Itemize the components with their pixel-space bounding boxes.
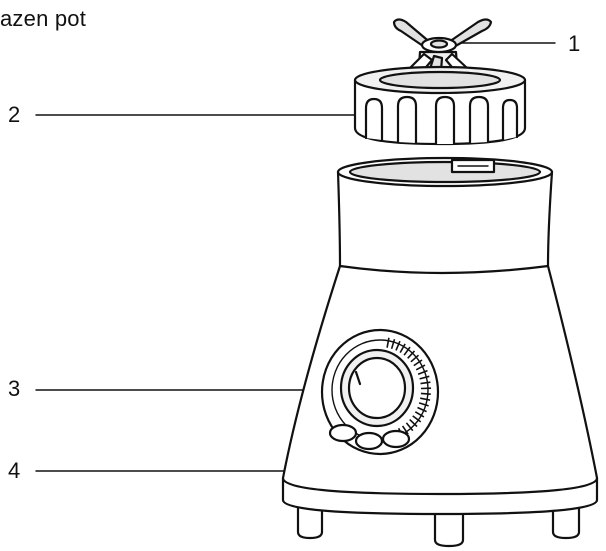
speed-tick [419,375,430,380]
speed-tick [399,343,406,353]
speed-tick [418,402,429,407]
speed-tick [401,425,409,435]
speed-tick [420,397,431,401]
speed-tick [386,337,390,348]
speed-tick [415,364,426,371]
speed-tick-marks [386,337,432,438]
callout-number-1: 1 [568,31,581,56]
caption-text: azen pot [0,6,87,31]
speed-tick [420,392,431,395]
speed-tick [420,381,431,385]
speed-tick [410,354,420,363]
motor-base-icon [281,156,599,548]
blade-holder-icon [353,65,527,146]
speed-tick [405,422,414,432]
speed-tick [417,406,427,413]
speed-tick [412,415,422,423]
callout-number-2: 2 [8,102,21,127]
callout-number-3: 3 [8,376,21,401]
speed-tick [403,346,411,356]
callout-number-4: 4 [8,458,21,483]
speed-tick [409,419,418,428]
speed-tick [390,338,396,350]
speed-tick [413,359,423,367]
control-knob-icon [320,328,440,456]
speed-tick [414,411,425,418]
speed-tick [417,369,428,375]
speed-tick [407,350,416,359]
speed-tick [395,340,401,351]
